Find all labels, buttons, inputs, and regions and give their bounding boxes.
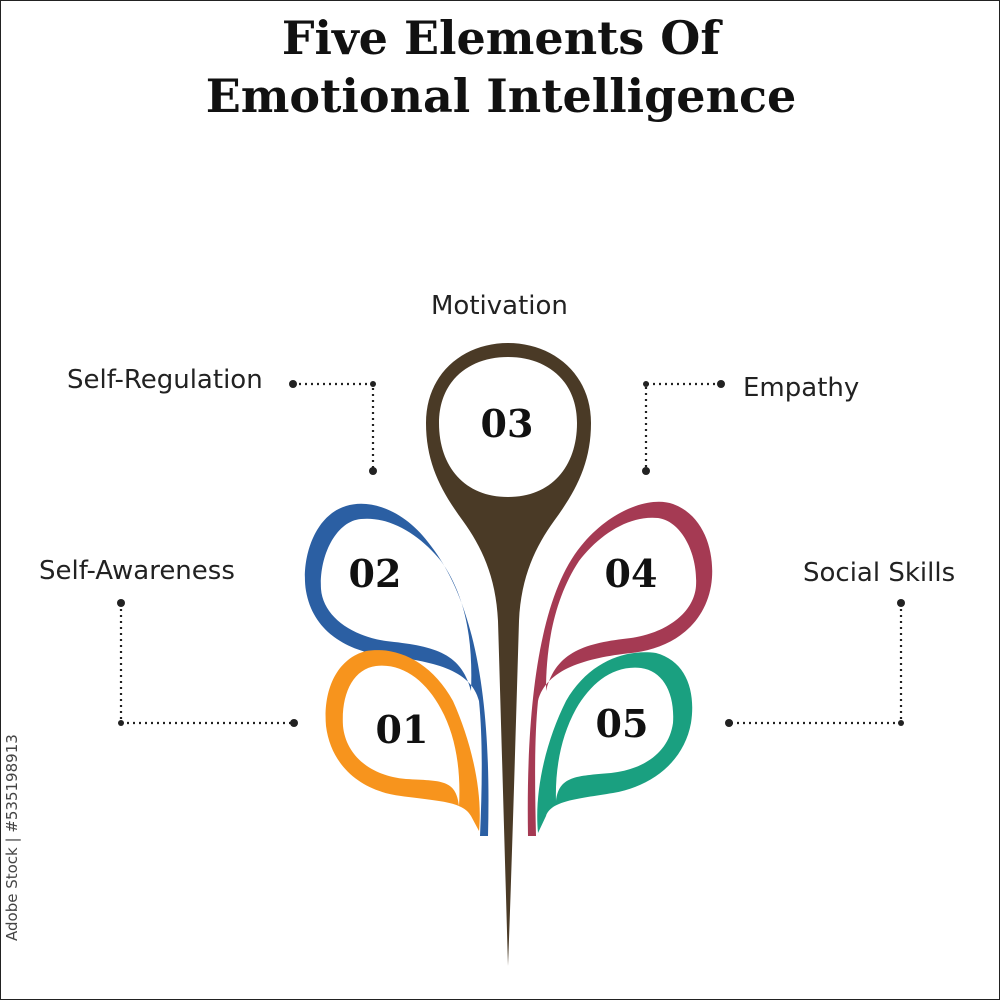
- dot-empathy-c: [642, 467, 650, 475]
- connector-self-regulation: [293, 382, 375, 471]
- petal-03: [426, 343, 591, 966]
- stock-watermark: Adobe Stock | #535198913: [3, 734, 21, 941]
- label-self-regulation: Self-Regulation: [67, 365, 263, 395]
- dot-social-skills-c: [725, 719, 733, 727]
- element-number-01: 01: [375, 707, 429, 752]
- label-empathy: Empathy: [743, 373, 860, 403]
- petal-05: [537, 652, 693, 833]
- dot-self-regulation-b: [370, 381, 376, 387]
- connector-self-awareness: [119, 603, 294, 725]
- element-number-02: 02: [348, 551, 402, 596]
- label-motivation: Motivation: [431, 291, 568, 321]
- dot-social-skills-a: [897, 599, 905, 607]
- element-number-04: 04: [604, 551, 658, 596]
- dot-self-awareness-c: [290, 719, 298, 727]
- dot-self-awareness-a: [117, 599, 125, 607]
- petal-04: [527, 501, 713, 836]
- dot-empathy-b: [643, 381, 649, 387]
- connector-social-skills: [729, 603, 903, 725]
- label-self-awareness: Self-Awareness: [39, 556, 235, 586]
- dot-social-skills-b: [898, 720, 904, 726]
- title-line-1: Five Elements Of: [281, 11, 721, 65]
- dot-self-regulation-c: [369, 467, 377, 475]
- label-social-skills: Social Skills: [803, 558, 956, 588]
- dot-self-regulation-a: [289, 380, 297, 388]
- element-number-05: 05: [595, 701, 649, 746]
- title-line-2: Emotional Intelligence: [205, 69, 797, 123]
- petal-02: [304, 503, 489, 836]
- petal-01: [325, 650, 480, 831]
- connector-dots: [117, 380, 905, 727]
- dot-empathy-a: [717, 380, 725, 388]
- dot-self-awareness-b: [118, 720, 124, 726]
- element-number-03: 03: [480, 401, 534, 446]
- connector-empathy: [644, 382, 721, 471]
- page-title: Five Elements Of Emotional Intelligence: [1, 9, 999, 125]
